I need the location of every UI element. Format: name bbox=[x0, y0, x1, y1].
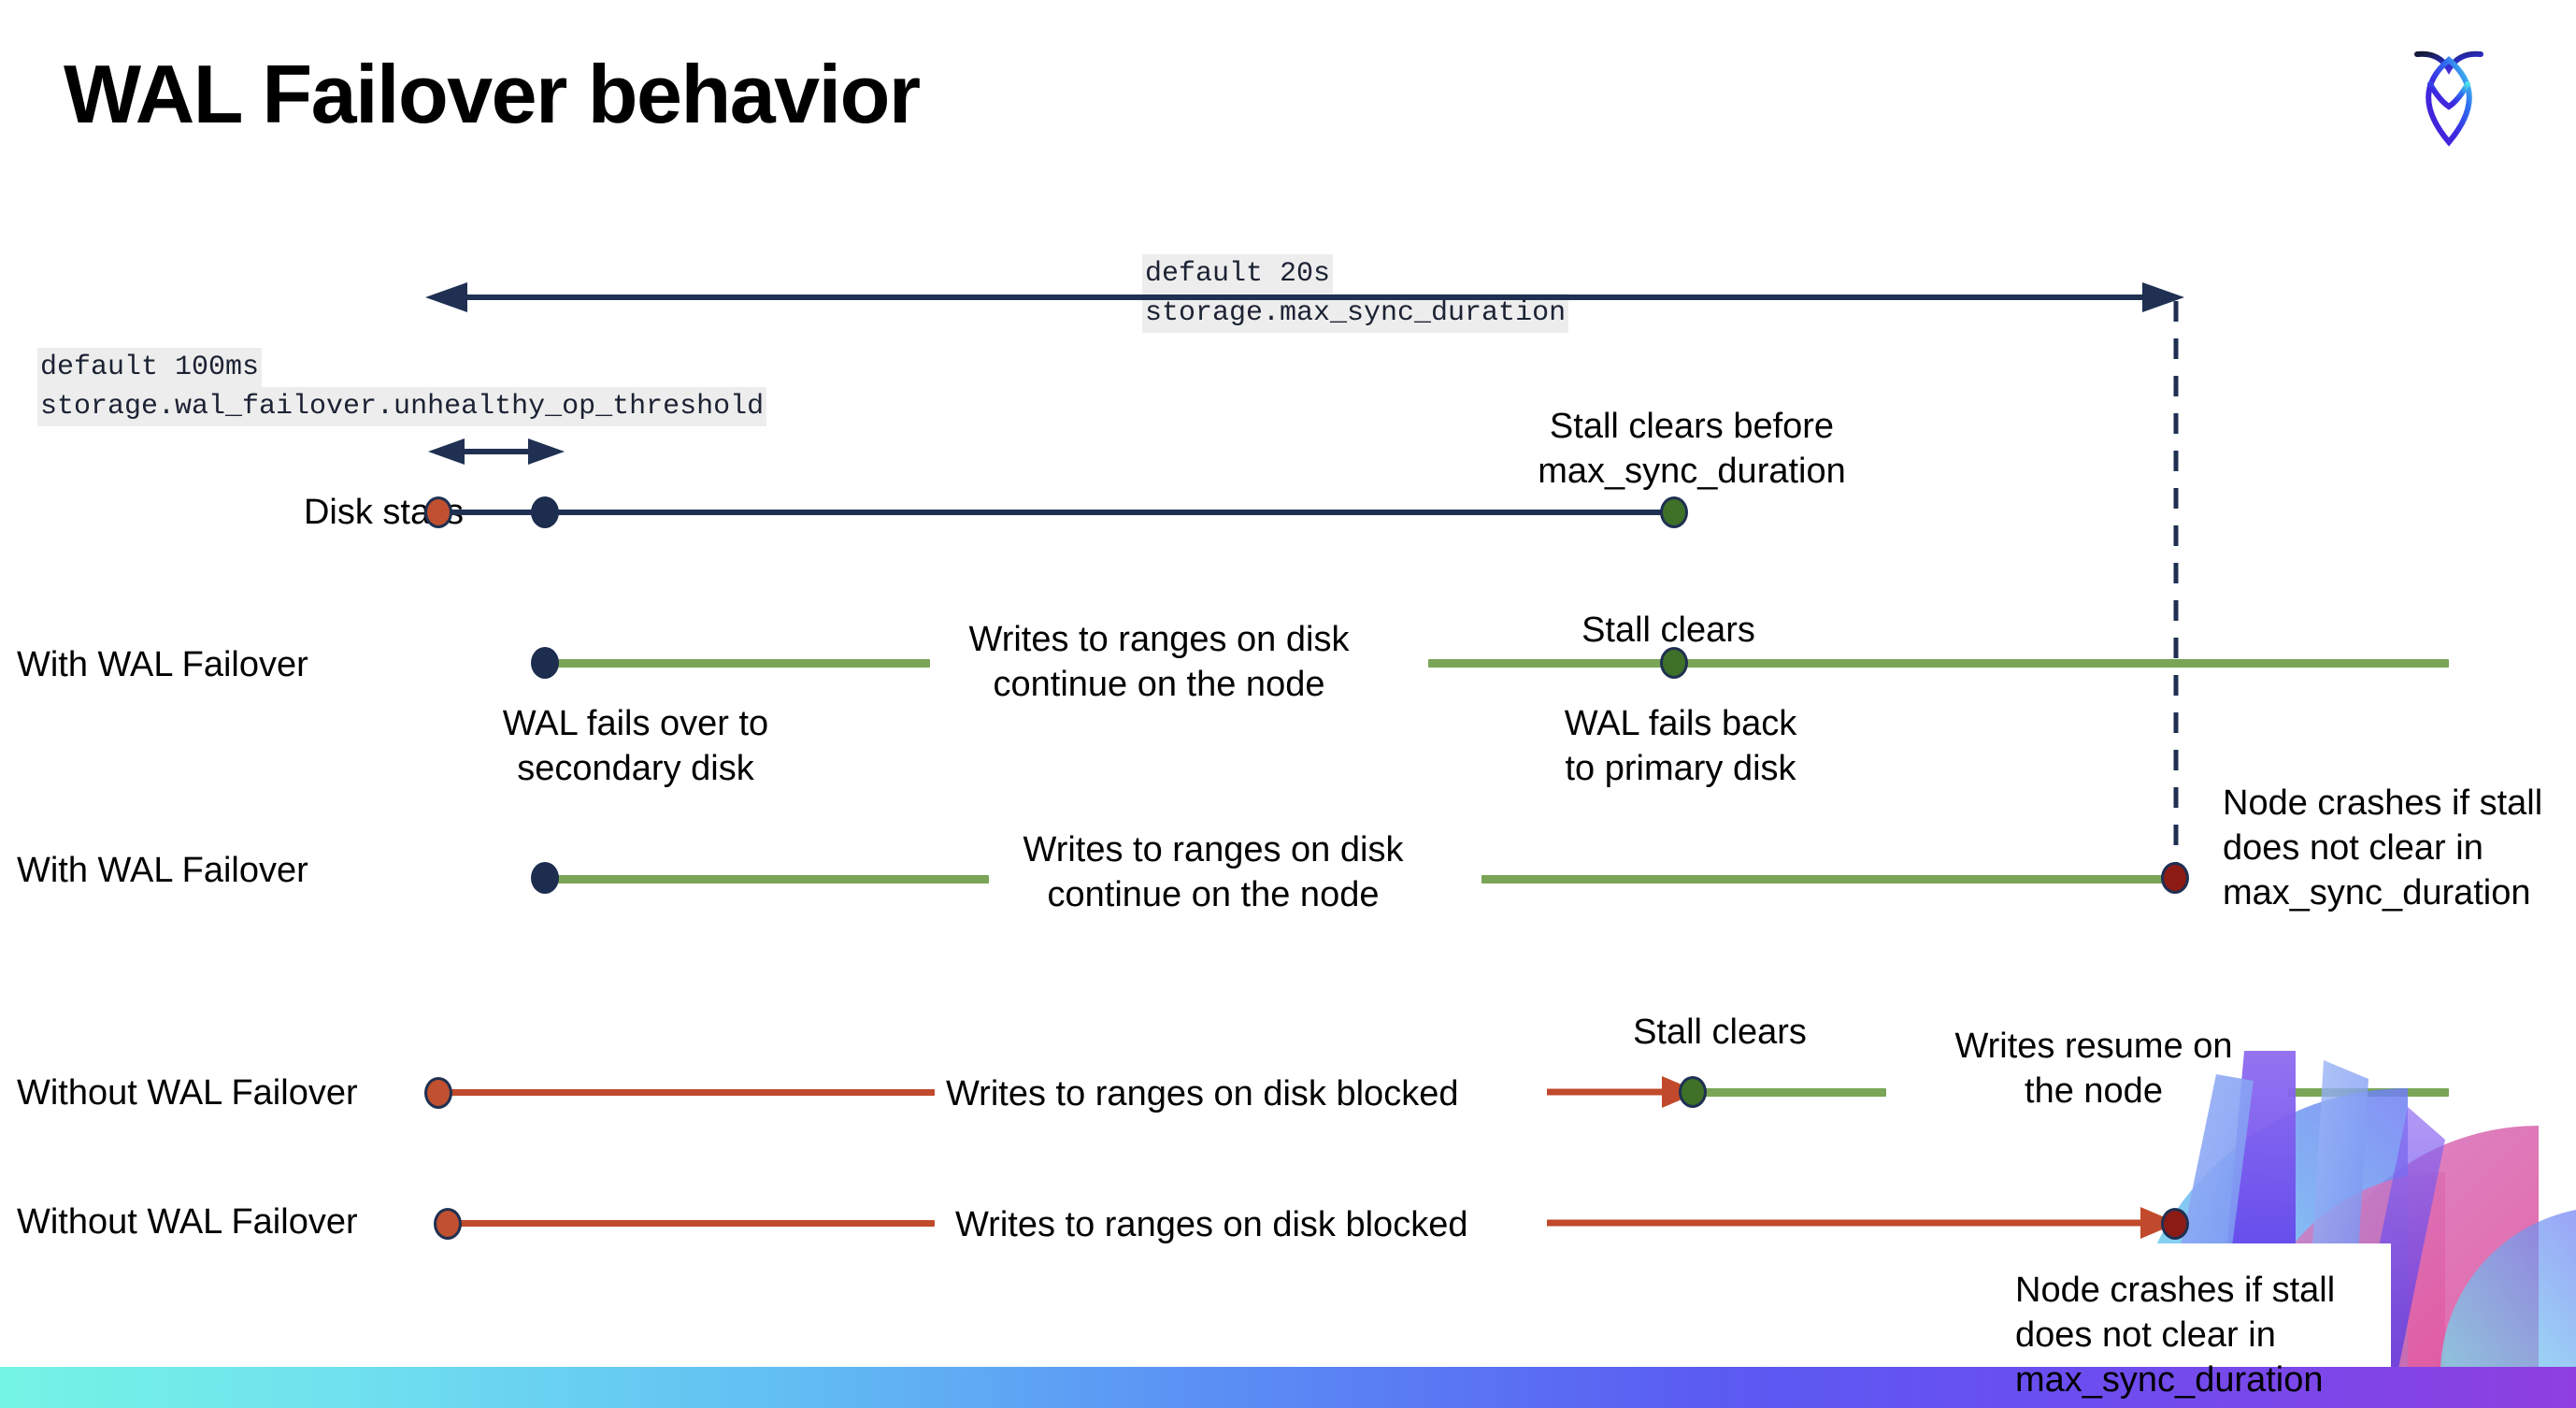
row-label-disk-stalls: Disk stalls bbox=[303, 493, 464, 532]
page-title: WAL Failover behavior bbox=[64, 48, 921, 140]
note-wal-fails-over-secondary: WAL fails over to secondary disk bbox=[502, 704, 769, 788]
max-sync-default-chip: default 20s bbox=[1142, 254, 1334, 294]
row-label-with-wal-failover-2: With WAL Failover bbox=[17, 851, 308, 890]
timeline-segment-nowal1-b bbox=[1695, 1088, 1886, 1097]
timeline-segment-wal1-a bbox=[547, 659, 930, 668]
note-writes-continue-wal2: Writes to ranges on disk continue on the… bbox=[1023, 830, 1404, 914]
marker-node-crash-wal2[interactable] bbox=[2161, 862, 2189, 894]
row-label-without-wal-failover-2: Without WAL Failover bbox=[17, 1202, 358, 1242]
marker-stall-start-nowal2[interactable] bbox=[434, 1208, 462, 1240]
row-label-with-wal-failover-1: With WAL Failover bbox=[17, 645, 308, 684]
row-label-without-wal-failover-1: Without WAL Failover bbox=[17, 1073, 358, 1113]
marker-threshold-disk-stalls[interactable] bbox=[531, 496, 559, 528]
note-writes-continue-wal1: Writes to ranges on disk continue on the… bbox=[968, 620, 1350, 704]
marker-stall-clears-disk-stalls[interactable] bbox=[1660, 496, 1688, 528]
note-stall-clears-before-max-sync: Stall clears before max_sync_duration bbox=[1538, 407, 1846, 491]
note-wal-fails-back-primary: WAL fails back to primary disk bbox=[1564, 704, 1797, 788]
marker-node-crash-nowal2[interactable] bbox=[2161, 1208, 2189, 1240]
max-sync-setting-chip: storage.max_sync_duration bbox=[1142, 294, 1569, 333]
timeline-segment-wal2-b bbox=[1481, 875, 2178, 884]
note-node-crashes-nowal2: Node crashes if stall does not clear in … bbox=[2015, 1271, 2336, 1400]
cockroachdb-logo-icon bbox=[2393, 28, 2505, 159]
marker-stall-start-disk-stalls[interactable] bbox=[424, 496, 452, 528]
note-node-crashes-wal2: Node crashes if stall does not clear in … bbox=[2223, 783, 2543, 912]
note-writes-blocked-nowal1: Writes to ranges on disk blocked bbox=[946, 1074, 1459, 1113]
note-writes-resume: Writes resume on the node bbox=[1954, 1027, 2233, 1111]
marker-stall-clears-wal1[interactable] bbox=[1660, 647, 1688, 679]
unhealthy-threshold-setting-chip: storage.wal_failover.unhealthy_op_thresh… bbox=[37, 387, 767, 426]
marker-failover-wal1[interactable] bbox=[531, 647, 559, 679]
bottom-gradient-bar bbox=[0, 1367, 2576, 1408]
marker-stall-clears-nowal1[interactable] bbox=[1679, 1076, 1707, 1108]
timeline-segment-disk-stalls bbox=[439, 510, 1678, 515]
marker-stall-start-nowal1[interactable] bbox=[424, 1077, 452, 1109]
timeline-segment-wal2-a bbox=[547, 875, 989, 884]
note-stall-clears-nowal1: Stall clears bbox=[1633, 1013, 1807, 1052]
note-stall-clears-wal1: Stall clears bbox=[1581, 611, 1755, 650]
marker-failover-wal2[interactable] bbox=[531, 862, 559, 894]
timeline-segment-wal1-b bbox=[1428, 659, 2449, 668]
unhealthy-threshold-default-chip: default 100ms bbox=[37, 348, 263, 387]
timeline-segment-nowal2-a bbox=[449, 1220, 935, 1227]
timeline-segment-nowal1-a bbox=[439, 1089, 935, 1096]
note-writes-blocked-nowal2: Writes to ranges on disk blocked bbox=[955, 1205, 1468, 1244]
